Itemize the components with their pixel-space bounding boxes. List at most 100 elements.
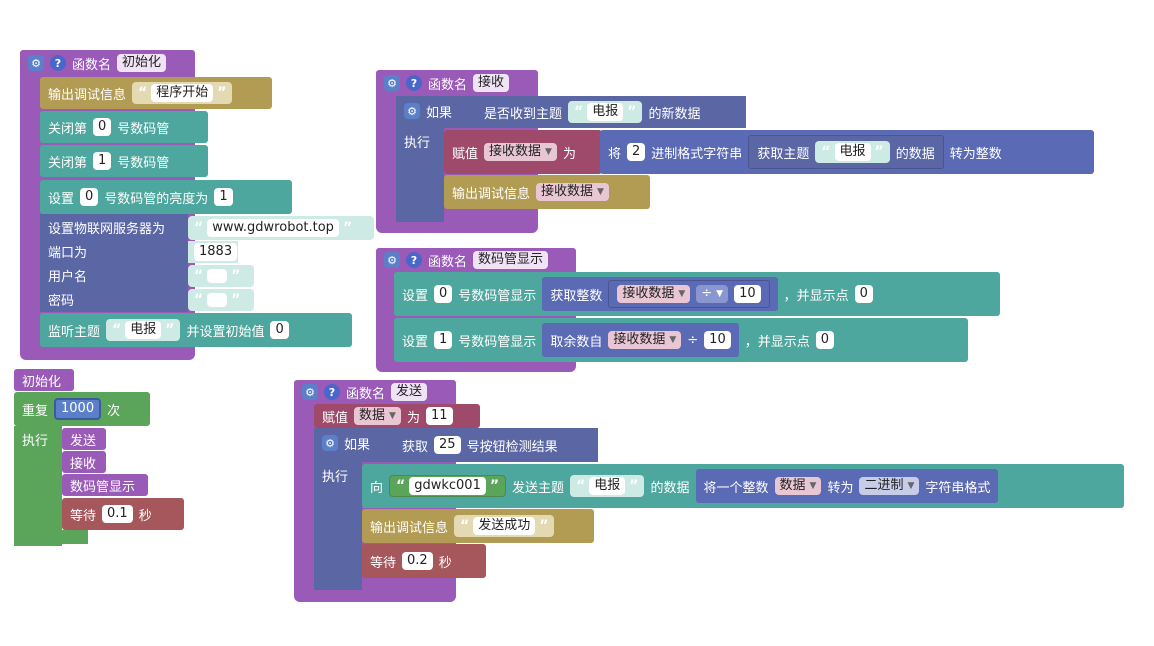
number-field[interactable]: 0	[815, 331, 835, 349]
number-field[interactable]: 0	[854, 285, 873, 303]
func-name-field[interactable]: 数码管显示	[473, 251, 549, 269]
gear-icon[interactable]: ⚙	[28, 55, 44, 71]
call-recv-block[interactable]: 接收	[62, 451, 106, 473]
base-convert-block[interactable]: 将 2 进制格式字符串 获取主题 “ 电报 ” 的数据 转为整数	[600, 130, 1094, 174]
user-field[interactable]	[207, 269, 228, 283]
wait-field[interactable]: 0.1	[102, 505, 133, 523]
set-brightness-block[interactable]: 设置 0 号数码管的亮度为 1	[40, 180, 292, 214]
help-icon[interactable]: ?	[324, 384, 340, 400]
user-string-block[interactable]: “ ”	[188, 265, 254, 287]
number-field[interactable]: 10	[704, 331, 731, 349]
get-int-block[interactable]: 获取整数 接收数据▼ ÷▼ 10	[542, 277, 778, 311]
display-block-0[interactable]: 设置 0 号数码管显示 获取整数 接收数据▼ ÷▼ 10 ，并显示点 0	[394, 272, 1000, 316]
assign-block[interactable]: 赋值 接收数据▼ 为	[444, 130, 602, 174]
topic-field[interactable]: 电报	[589, 477, 626, 495]
exec-row: 执行	[314, 464, 356, 486]
func-init-header[interactable]: ⚙ ? 函数名 初始化	[20, 50, 195, 76]
string-field[interactable]: 程序开始	[151, 84, 214, 102]
gear-icon[interactable]: ⚙	[384, 252, 400, 268]
string-field[interactable]: 发送成功	[473, 517, 536, 535]
base-field[interactable]: 2	[627, 143, 646, 161]
help-icon[interactable]: ?	[406, 252, 422, 268]
variable-dropdown[interactable]: 接收数据▼	[536, 183, 609, 201]
topic-field[interactable]: 电报	[125, 321, 162, 339]
number-field[interactable]: 1	[214, 188, 233, 206]
display-block-1[interactable]: 设置 1 号数码管显示 取余数自 接收数据▼ ÷ 10 ，并显示点 0	[394, 318, 968, 362]
assign-block[interactable]: 赋值 数据▼ 为 11	[314, 404, 480, 428]
func-name-field[interactable]: 初始化	[117, 54, 167, 72]
variable-dropdown[interactable]: 数据▼	[354, 407, 401, 425]
func-send-header[interactable]: ⚙ ? 函数名 发送	[294, 380, 456, 404]
string-block[interactable]: “ 发送成功 ”	[454, 515, 555, 537]
topic-field[interactable]: 电报	[587, 103, 624, 121]
call-display-block[interactable]: 数码管显示	[62, 474, 148, 496]
close-display-block-0[interactable]: 关闭第 0 号数码管	[40, 111, 208, 143]
device-field[interactable]: gdwkc001	[409, 477, 486, 495]
iot-server-block[interactable]	[40, 214, 188, 312]
pass-string-block[interactable]: “ ”	[188, 289, 254, 311]
send-topic-block[interactable]: 向 “ gdwkc001 ” 发送主题 “ 电报 ” 的数据 将一个整数 数据▼…	[362, 464, 1124, 508]
number-field[interactable]: 10	[734, 285, 761, 303]
get-topic-data-block[interactable]: 获取主题 “ 电报 ” 的数据	[748, 135, 944, 169]
gear-icon[interactable]: ⚙	[322, 435, 338, 451]
call-send-block[interactable]: 发送	[62, 428, 106, 450]
math-divide-block[interactable]: 接收数据▼ ÷▼ 10	[608, 280, 770, 308]
wait-field[interactable]: 0.2	[402, 552, 433, 570]
gear-icon[interactable]: ⚙	[384, 75, 400, 91]
func-recv-header[interactable]: ⚙ ? 函数名 接收	[376, 70, 538, 96]
wait-block[interactable]: 等待 0.1 秒	[62, 498, 184, 530]
help-icon[interactable]: ?	[406, 75, 422, 91]
repeat-count-field[interactable]: 1000	[54, 398, 102, 420]
func-name-field[interactable]: 发送	[391, 383, 428, 401]
exec-label: 执行	[404, 135, 431, 151]
func-name-field[interactable]: 接收	[473, 74, 510, 92]
exec-row: 执行	[396, 130, 438, 152]
number-field[interactable]: 25	[434, 436, 461, 454]
operator-dropdown[interactable]: ÷▼	[696, 285, 729, 303]
variable-dropdown[interactable]: 接收数据▼	[617, 285, 691, 303]
call-init-block[interactable]: 初始化	[14, 369, 74, 391]
string-block[interactable]: “ 电报 ”	[815, 141, 890, 163]
number-field[interactable]: 1	[434, 331, 453, 349]
number-field[interactable]: 0	[270, 321, 289, 339]
number-field[interactable]: 0	[434, 285, 453, 303]
pass-field[interactable]	[207, 293, 228, 307]
device-string-block[interactable]: “ gdwkc001 ”	[389, 475, 507, 497]
func-disp-header[interactable]: ⚙ ? 函数名 数码管显示	[376, 248, 576, 272]
listen-topic-block[interactable]: 监听主题 “ 电报 ” 并设置初始值 0	[40, 313, 352, 347]
port-field[interactable]: 1883	[194, 243, 238, 261]
debug-print-block[interactable]: 输出调试信息 “ 程序开始 ”	[40, 77, 272, 109]
func-header-label: 函数名	[428, 254, 468, 270]
quote-open-icon: “	[574, 104, 584, 120]
button-check-block[interactable]: 获取 25 号按钮检测结果	[394, 428, 566, 462]
topic-received-block[interactable]: 是否收到主题 “ 电报 ” 的新数据	[476, 96, 709, 128]
number-field[interactable]: 1	[93, 152, 112, 170]
number-field[interactable]: 0	[80, 188, 99, 206]
close-display-block-1[interactable]: 关闭第 1 号数码管	[40, 145, 208, 177]
debug-print-block[interactable]: 输出调试信息 “ 发送成功 ”	[362, 509, 594, 543]
quote-close-icon: ”	[627, 104, 637, 120]
variable-dropdown[interactable]: 接收数据▼	[608, 331, 682, 349]
server-field[interactable]: www.gdwrobot.top	[207, 219, 339, 237]
wait-block[interactable]: 等待 0.2 秒	[362, 544, 486, 578]
variable-dropdown[interactable]: 数据▼	[774, 477, 822, 495]
wait-unit: 秒	[438, 555, 452, 571]
int-to-string-block[interactable]: 将一个整数 数据▼ 转为 二进制▼ 字符串格式	[695, 469, 999, 503]
server-string-block[interactable]: “ www.gdwrobot.top ”	[188, 216, 374, 240]
topic-field[interactable]: 电报	[834, 143, 871, 161]
port-number-block[interactable]: 1883	[188, 241, 238, 263]
variable-name: 接收数据	[541, 184, 594, 199]
number-field[interactable]: 11	[425, 407, 453, 425]
debug-print-block[interactable]: 输出调试信息 接收数据▼	[444, 175, 650, 209]
format-dropdown[interactable]: 二进制▼	[859, 477, 920, 495]
number-field[interactable]: 0	[93, 118, 112, 136]
gear-icon[interactable]: ⚙	[404, 103, 420, 119]
variable-dropdown[interactable]: 接收数据▼	[484, 143, 557, 161]
string-block[interactable]: “ 电报 ”	[570, 475, 645, 497]
modulo-block[interactable]: 取余数自 接收数据▼ ÷ 10	[542, 323, 739, 357]
string-block[interactable]: “ 电报 ”	[106, 319, 181, 341]
string-block[interactable]: “ 程序开始 ”	[132, 82, 233, 104]
gear-icon[interactable]: ⚙	[302, 384, 318, 400]
string-block[interactable]: “ 电报 ”	[568, 101, 643, 123]
help-icon[interactable]: ?	[50, 55, 66, 71]
